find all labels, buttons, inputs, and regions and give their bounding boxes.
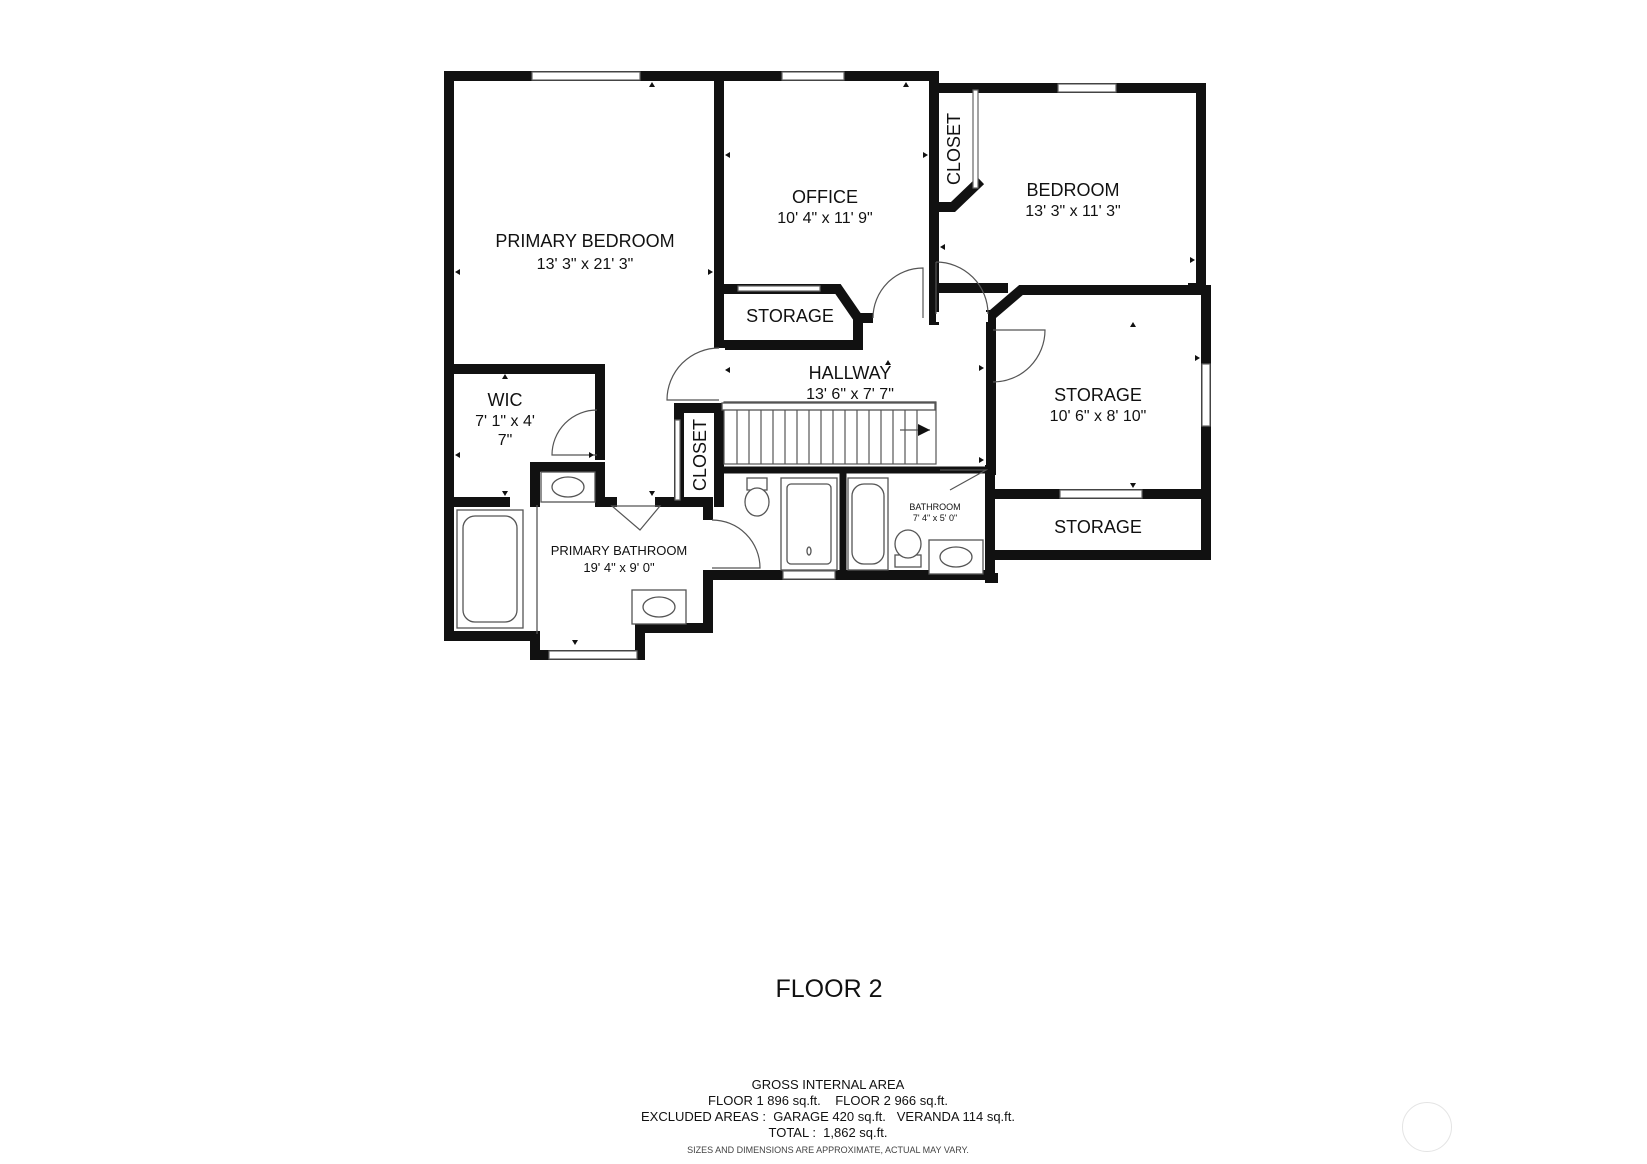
room-name-closet-hall: CLOSET [690,419,710,491]
stair-arrow-icon [918,424,930,436]
area-disclaimer: SIZES AND DIMENSIONS ARE APPROXIMATE, AC… [687,1145,969,1155]
fixtures [456,471,984,634]
area-excluded-line: EXCLUDED AREAS : GARAGE 420 sq.ft. VERAN… [641,1109,1015,1124]
area-heading: GROSS INTERNAL AREA [752,1077,905,1092]
room-name-wic: WIC [488,390,523,410]
area-total-line: TOTAL : 1,862 sq.ft. [769,1125,888,1140]
dimension-markers [455,82,1200,645]
room-dims-primary-bedroom: 13' 3" x 21' 3" [537,256,634,273]
watermark-logo [1402,1102,1452,1152]
room-name-closet-top: CLOSET [944,113,964,185]
room-dims-wic-line1: 7' 1" x 4' [475,413,535,430]
room-dims-bedroom: 13' 3" x 11' 3" [1025,203,1120,220]
doors [551,89,1046,569]
room-name-storage-bottom: STORAGE [1054,517,1142,537]
room-name-hallway: HALLWAY [809,363,892,383]
walls [444,71,1211,660]
room-name-bathroom: BATHROOM [909,502,960,512]
room-name-primary-bedroom: PRIMARY BEDROOM [495,231,674,251]
area-floors-line: FLOOR 1 896 sq.ft. FLOOR 2 966 sq.ft. [708,1093,948,1108]
floor-label: FLOOR 2 [776,975,883,1003]
room-dims-primary-bathroom: 19' 4" x 9' 0" [583,560,655,575]
stairs [721,401,937,465]
room-name-office: OFFICE [792,187,858,207]
room-name-primary-bathroom: PRIMARY BATHROOM [551,543,688,558]
room-name-bedroom: BEDROOM [1026,180,1119,200]
room-dims-bathroom: 7' 4" x 5' 0" [913,513,957,523]
room-dims-hallway: 13' 6" x 7' 7" [806,386,894,403]
room-name-storage-small: STORAGE [746,306,834,326]
room-dims-office: 10' 4" x 11' 9" [777,210,872,227]
room-name-storage-main: STORAGE [1054,385,1142,405]
room-dims-wic-line2: 7" [498,432,513,449]
room-dims-storage-main: 10' 6" x 8' 10" [1050,408,1147,425]
windows [531,71,1211,660]
